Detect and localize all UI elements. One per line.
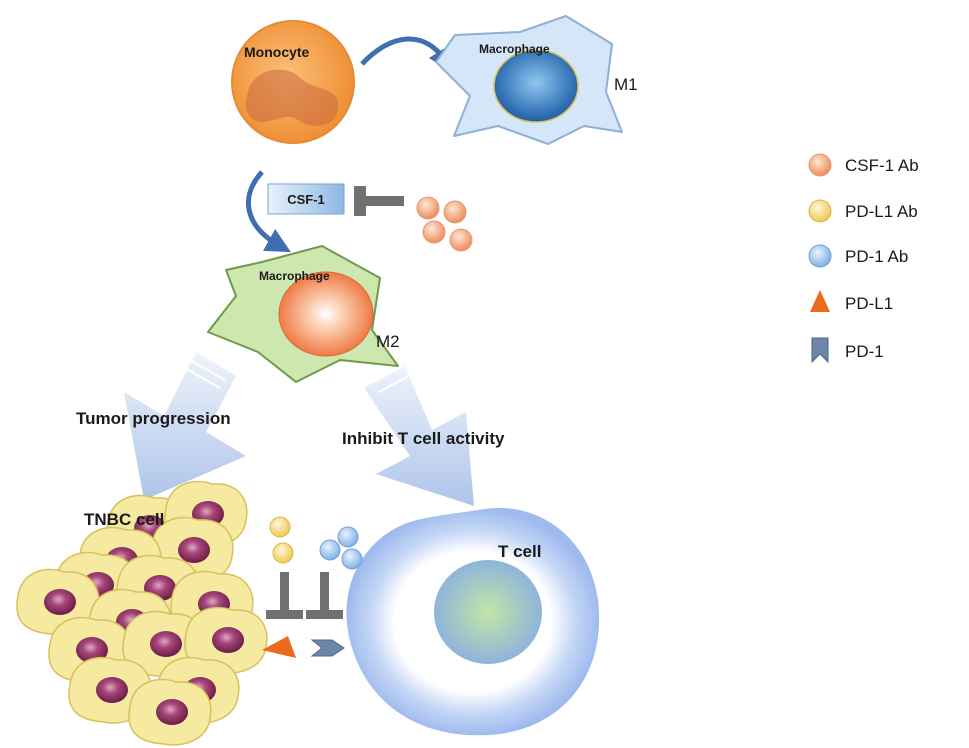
tumor-progression-label: Tumor progression [76,409,231,428]
tnbc-nucleus [178,537,210,563]
t-cell: T cell [346,507,600,736]
legend-item-pd-1-ab: PD-1 Ab [808,244,908,268]
tnbc-nucleus [212,627,244,653]
pd-l1-ab-icon [808,199,832,223]
m1-macrophage-cell: Macrophage M1 [435,15,638,145]
tnbc-cell [128,678,212,746]
tumor-progression-arrow [124,352,246,500]
inhibit-t-cell-arrow [364,359,474,506]
monocyte-label: Monocyte [244,44,310,60]
legend: CSF-1 Ab PD-L1 Ab PD-1 Ab PD-L1 PD-1 [808,153,919,364]
pd-1-inhibition-bar [306,572,343,619]
pd-l1-ligand [262,636,296,658]
tnbc-cell-label: TNBC cell [84,510,164,529]
tnbc-cell-cluster [16,480,268,746]
csf1-ab-icon [808,153,832,177]
legend-item-pd-l1-ab: PD-L1 Ab [808,199,918,223]
csf1-inhibition-bar [354,186,404,216]
inhibit-t-cell-label: Inhibit T cell activity [342,429,505,448]
legend-label-pd-1: PD-1 [845,342,884,361]
tnbc-nucleus [44,589,76,615]
legend-label-pd-l1-ab: PD-L1 Ab [845,202,918,221]
legend-label-pd-1-ab: PD-1 Ab [845,247,908,266]
m2-label: M2 [376,332,400,351]
pd-l1-triangle-icon [810,290,830,312]
differentiation-arrow-m1 [360,36,453,73]
pd-1-receptor-icon [811,337,829,364]
legend-item-pd-l1: PD-L1 [810,290,893,313]
t-cell-nucleus [434,560,542,664]
legend-label-pd-l1: PD-L1 [845,294,893,313]
monocyte-cell: Monocyte [231,20,355,144]
tnbc-nucleus [96,677,128,703]
csf1-antibodies [416,196,473,252]
m1-nucleus [493,49,579,123]
legend-item-csf1-ab: CSF-1 Ab [808,153,919,177]
legend-item-pd-1: PD-1 [811,337,884,364]
tnbc-nucleus [156,699,188,725]
t-cell-label: T cell [498,542,541,561]
monocyte-nucleus [245,69,339,126]
differentiation-arrow-m2 [246,170,291,253]
csf1-factor: CSF-1 [267,183,345,215]
m2-macrophage-label: Macrophage [259,269,330,283]
legend-label-csf1-ab: CSF-1 Ab [845,156,919,175]
pd-l1-inhibition-bar [266,572,303,619]
m1-label: M1 [614,75,638,94]
tnbc-nucleus [150,631,182,657]
tnbc-nucleus [76,637,108,663]
csf1-label: CSF-1 [287,192,325,207]
pd-1-antibodies [319,526,363,570]
m1-macrophage-label: Macrophage [479,42,550,56]
tnbc-cell [184,606,268,674]
m2-macrophage-cell: Macrophage M2 [207,245,400,383]
pd-l1-antibodies [269,516,294,564]
pd-1-ab-icon [808,244,832,268]
m2-nucleus [278,271,374,357]
pd-1-receptor [310,639,345,657]
